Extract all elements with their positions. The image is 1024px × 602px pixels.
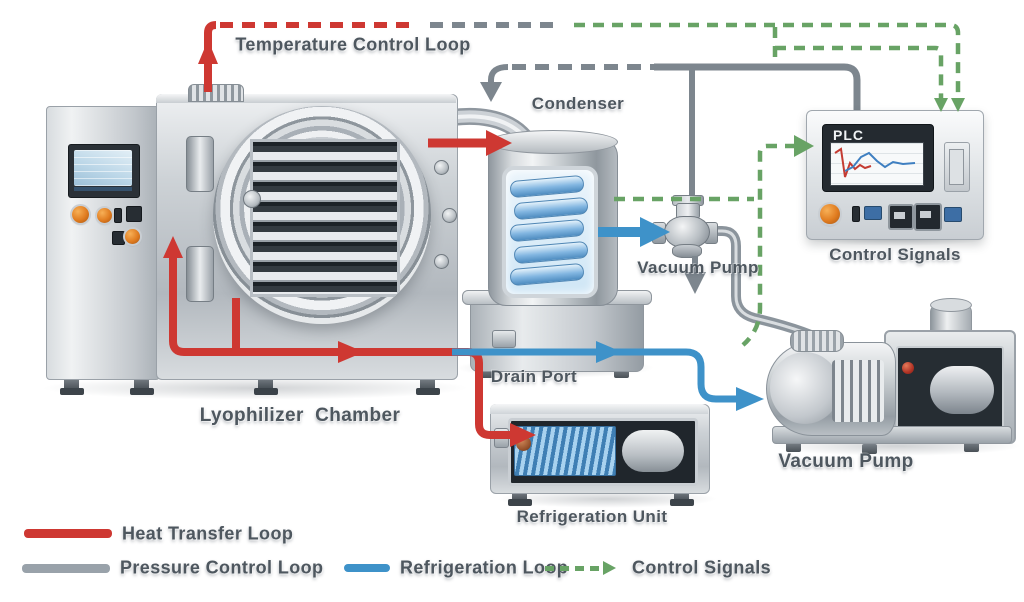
pressure-arrow-stub <box>488 64 509 82</box>
condenser-coil <box>509 174 585 199</box>
chamber-button-dark-1 <box>126 206 142 222</box>
legend-control-signals-label: Control Signals <box>632 557 772 578</box>
chamber-foot-pad <box>60 388 84 395</box>
evaporator-coils <box>514 426 616 476</box>
plc-screen-title: PLC <box>833 127 864 143</box>
condenser-coil <box>513 196 589 221</box>
heat-line-up <box>204 21 217 92</box>
condenser-cutaway <box>502 166 598 298</box>
label-drain-port: Drain Port <box>490 367 578 386</box>
label-vacuum-pump-line: Vacuum Pump <box>637 258 759 277</box>
signal-plc-pump-line <box>741 143 796 347</box>
drain-port-fitting <box>492 330 516 348</box>
refrigeration-foot-pad <box>508 499 532 506</box>
refrigeration-shadow <box>496 490 718 508</box>
label-refrigeration-unit: Refrigeration Unit <box>516 507 668 526</box>
pump-foot <box>862 444 877 454</box>
plc-usb-pin <box>894 212 905 219</box>
chamber-top-ribbed-cap <box>188 84 244 102</box>
chamber-toggle-switch <box>114 208 122 223</box>
legend-pressure-label: Pressure Control Loop <box>120 557 324 578</box>
chamber-button-orange-3 <box>125 229 140 244</box>
plc-screen <box>830 142 924 186</box>
refrigeration-unit-top <box>490 404 708 414</box>
label-lyophilizer-chamber: Lyophilizer Chamber <box>199 405 401 426</box>
compressor-fitting <box>516 436 531 451</box>
compressor-cylinder <box>622 430 684 472</box>
door-clamp-2 <box>442 208 457 223</box>
chamber-button-orange-1 <box>72 206 89 223</box>
valve-to-pump-pipe <box>712 226 835 350</box>
label-condenser: Condenser <box>531 94 625 113</box>
pump-red-knob <box>902 362 914 374</box>
label-temperature-control-loop: Temperature Control Loop <box>235 34 471 55</box>
door-hinge-bottom <box>186 246 214 302</box>
plc-indicator-chip <box>864 206 882 220</box>
legend-control-signals-swatch <box>545 566 601 571</box>
pump-inner-cylinder <box>930 366 994 414</box>
legend-heat-transfer-label: Heat Transfer Loop <box>122 523 294 544</box>
condenser-coil <box>509 218 585 243</box>
plc-estop-button <box>820 204 840 224</box>
chamber-foot-pad <box>130 388 154 395</box>
plc-toggle-switch <box>852 206 860 222</box>
pump-motor-fins <box>832 360 884 422</box>
chamber-button-dark-2 <box>112 231 125 245</box>
pump-oil-cap <box>790 330 844 352</box>
door-clamp-1 <box>434 160 449 175</box>
label-control-signals: Control Signals <box>829 245 961 264</box>
signal-top-line <box>574 22 961 102</box>
door-hinge-top <box>186 136 214 192</box>
plc-usb-port-1 <box>888 204 914 230</box>
chamber-top-edge <box>156 94 456 103</box>
chamber-door <box>213 106 431 324</box>
door-spindle <box>243 190 261 208</box>
plc-ethernet-port <box>944 207 962 222</box>
legend-heat-transfer-swatch <box>24 529 112 538</box>
pump-exhaust-top <box>930 298 972 312</box>
label-vacuum-pump: Vacuum Pump <box>778 451 914 472</box>
plc-side-slot <box>944 142 970 192</box>
pump-motor-endcap <box>770 352 840 424</box>
condenser-coil <box>509 262 585 287</box>
plc-usb-pin <box>920 211 931 218</box>
refrigeration-inlet-fitting <box>494 428 509 448</box>
signal-branch-line <box>775 45 944 102</box>
legend-pressure-swatch <box>22 564 110 573</box>
hmi-screen <box>74 150 132 186</box>
plc-side-slot-card <box>949 149 964 185</box>
condenser-coil <box>513 240 589 265</box>
vacuum-valve-bottom-disc <box>672 244 702 258</box>
condenser-top-cap <box>488 130 618 154</box>
plc-trend-chart <box>834 147 916 178</box>
legend-refrigeration-swatch <box>344 564 390 572</box>
chamber-button-orange-2 <box>97 208 112 223</box>
shelf-rack <box>250 139 400 297</box>
plc-usb-port-2 <box>914 203 942 231</box>
pressure-line-to-plc <box>654 63 861 114</box>
door-clamp-3 <box>434 254 449 269</box>
refrigeration-foot-pad <box>670 499 694 506</box>
hmi-screen-statusbar <box>74 187 132 191</box>
legend-refrigeration-label: Refrigeration Loop <box>400 557 569 578</box>
legend-control-signals-arrow <box>603 561 616 575</box>
